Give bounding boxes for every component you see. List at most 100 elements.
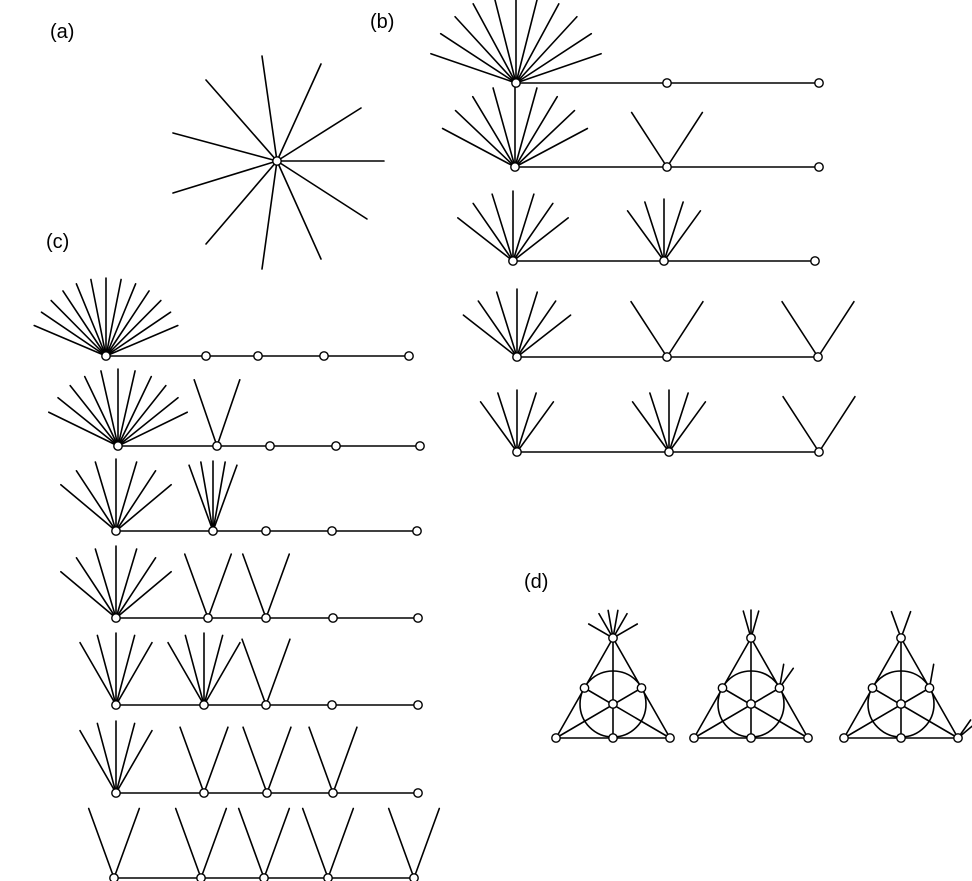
pendant-edge (514, 87, 538, 168)
vertex (262, 788, 272, 798)
pendant-edge (117, 396, 179, 447)
median-edge (555, 687, 643, 739)
pendant-edge (105, 324, 179, 357)
median-edge (583, 687, 671, 739)
pendant-edge (818, 395, 856, 453)
vertex (328, 788, 338, 798)
pendant-edge (644, 201, 665, 262)
vertex (511, 78, 521, 88)
star-edge (276, 107, 362, 162)
median-edge (721, 687, 809, 739)
pendant-edge (514, 109, 576, 168)
pendant-edge (516, 401, 555, 453)
pendant-edge (200, 807, 228, 879)
vertex (689, 733, 699, 743)
vertex (839, 733, 849, 743)
pendant-edge (113, 807, 141, 879)
pendant-edge (183, 553, 209, 619)
pendant-edge (516, 300, 557, 358)
vertex (803, 733, 813, 743)
pendant-edge (115, 548, 138, 619)
pendant-edge (60, 570, 117, 619)
vertex (413, 788, 423, 798)
vertex (109, 873, 119, 881)
star-edge (276, 160, 322, 260)
pendant-edge (100, 370, 119, 447)
vertex (662, 78, 672, 88)
pendant-edge (516, 392, 537, 453)
vertex (265, 441, 275, 451)
pendant-edge (105, 278, 122, 357)
vertex (201, 351, 211, 361)
pendant-edge (514, 127, 589, 168)
pendant-edge (497, 392, 518, 453)
pendant-edge (439, 32, 517, 84)
pendant-edge (193, 379, 218, 447)
vertex (512, 447, 522, 457)
vertex (101, 351, 111, 361)
pendant-edge (216, 379, 241, 447)
pendant-edge (105, 299, 162, 357)
vertex (896, 733, 906, 743)
star-edge (261, 160, 278, 270)
pendant-edge (115, 634, 136, 706)
pendant-edge (666, 300, 704, 358)
vertex (636, 683, 647, 693)
vertex (867, 683, 878, 693)
vertex (896, 633, 906, 643)
pendant-edge (200, 461, 214, 532)
median-edge (843, 687, 931, 739)
pendant-edge (75, 470, 117, 532)
pendant-edge (430, 52, 517, 84)
pendant-edge (94, 548, 117, 619)
star-edge (172, 160, 278, 194)
vertex (665, 733, 675, 743)
vertex (814, 162, 824, 172)
pendant-edge (668, 392, 689, 453)
pendant-edge (212, 461, 226, 532)
vertex (608, 733, 618, 743)
vertex (111, 526, 121, 536)
pendant-edge (630, 300, 668, 358)
vertex (272, 156, 282, 166)
vertex (813, 352, 823, 362)
pendant-edge (105, 311, 172, 357)
vertex (203, 613, 213, 623)
pendant-edge (263, 807, 291, 879)
pendant-edge (630, 111, 668, 168)
pendant-edge (167, 641, 205, 706)
pendant-edge (203, 634, 224, 706)
pendant-edge (512, 202, 554, 262)
vertex (111, 700, 121, 710)
median-edge (693, 687, 781, 739)
pendant-edge (477, 300, 518, 358)
pendant-edge (649, 392, 670, 453)
pendant-edge (87, 807, 115, 879)
vertex (261, 613, 271, 623)
pendant-edge (515, 32, 593, 84)
pendant-edge (492, 87, 516, 168)
pendant-edge (47, 411, 119, 447)
circles-layer (579, 670, 935, 738)
median-edge (871, 687, 959, 739)
pendant-edge (516, 291, 539, 358)
vertex (259, 873, 269, 881)
vertex (953, 733, 963, 743)
pendant-edge (79, 641, 117, 706)
pendant-edge (188, 464, 214, 532)
pendant-edge (387, 807, 415, 879)
pendant-edge (515, 3, 560, 84)
vertex (664, 447, 674, 457)
pendant-edge (115, 470, 157, 532)
vertex (551, 733, 561, 743)
pendant-edge (94, 461, 117, 532)
vertex (717, 683, 728, 693)
pendant-edge (301, 807, 329, 879)
vertex (774, 683, 785, 693)
vertex (261, 526, 271, 536)
vertex (111, 613, 121, 623)
pendant-edge (479, 401, 518, 453)
vertex (212, 441, 222, 451)
vertex (662, 162, 672, 172)
pendant-edge (50, 299, 107, 357)
